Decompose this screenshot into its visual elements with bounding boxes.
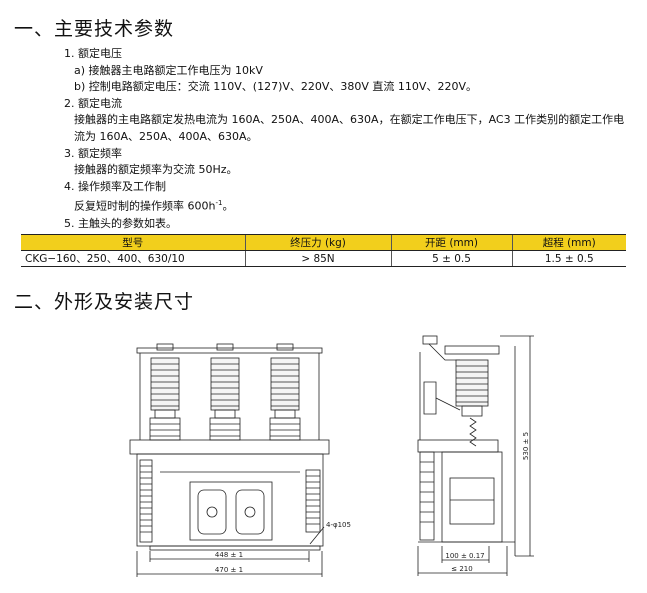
dim-448-label: 448 ± 1 (215, 551, 243, 559)
section2-title: 二、外形及安装尺寸 (14, 291, 195, 313)
table-header-row: 型号 终压力 (kg) 开距 (mm) 超程 (mm) (21, 234, 626, 251)
spec-3a: 接触器的额定频率为交流 50Hz。 (74, 163, 238, 177)
dim-530-label: 530 ± 5 (522, 432, 530, 460)
dim-100-label: 100 ± 0.17 (445, 552, 484, 560)
pole-3 (269, 343, 301, 441)
header-overtravel: 超程 (mm) (511, 234, 626, 251)
pole-2 (209, 343, 241, 441)
spec-1a: a) 接触器主电路额定工作电压为 10kV (74, 63, 263, 77)
dim-210-label: ≤ 210 (451, 565, 472, 573)
top-frame (136, 347, 323, 354)
hole-spec-label: 4-φ105 (326, 521, 351, 529)
header-model: 型号 (21, 234, 245, 251)
dim-470-label: 470 ± 1 (215, 566, 243, 574)
spec-5-heading: 5. 主触头的参数如表。 (64, 216, 177, 230)
spec-list: 1. 额定电压 a) 接触器主电路额定工作电压为 10kV b) 控制电路额定电… (64, 46, 639, 232)
spec-1-heading: 1. 额定电压 (64, 47, 122, 60)
cell-model: CKG−160、250、400、630/10 (21, 250, 245, 267)
spec-4a: 反复短时制的操作频率 600h-1。 (64, 195, 639, 215)
side-view-drawing (417, 335, 534, 576)
terminal-strip-right (305, 469, 321, 533)
cell-overtravel: 1.5 ± 0.5 (511, 250, 626, 267)
spec-4-heading: 4. 操作频率及工作制 (64, 179, 166, 193)
front-view-drawing (129, 343, 330, 577)
base-feet (149, 545, 321, 551)
section1-title: 一、主要技术参数 (14, 18, 175, 40)
spec-1b: b) 控制电路额定电压：交流 110V、(127)V、220V、380V 直流 … (74, 80, 477, 94)
pole-1 (149, 343, 181, 441)
cell-final-pressure: > 85N (244, 250, 391, 267)
spec-2a: 接触器的主电路额定发热电流为 160A、250A、400A、630A，在额定工作… (74, 113, 625, 127)
header-gap: 开距 (mm) (390, 234, 512, 251)
coil-left (197, 489, 227, 535)
cell-gap: 5 ± 0.5 (390, 250, 512, 267)
terminal-strip-left (139, 459, 153, 543)
coil-right (235, 489, 265, 535)
header-final-pressure: 终压力 (kg) (244, 234, 391, 251)
base-plate (129, 439, 330, 455)
side-spring (469, 417, 477, 447)
side-top-bracket (444, 345, 500, 355)
side-magnet (441, 451, 503, 543)
hole-leader (309, 526, 325, 545)
contact-parameter-table: 型号 终压力 (kg) 开距 (mm) 超程 (mm) CKG−160、250、… (21, 234, 626, 267)
spec-3-heading: 3. 额定频率 (64, 146, 122, 160)
spec-4a-text: 反复短时制的操作频率 600h (74, 200, 216, 213)
spec-4a-end: 。 (222, 200, 234, 213)
electromagnet-frame (189, 481, 273, 541)
side-interrupter (455, 359, 489, 407)
lower-housing (136, 453, 324, 547)
spec-2b: 流为 160A、250A、400A、630A。 (74, 129, 258, 143)
spec-2-heading: 2. 额定电流 (64, 96, 122, 110)
spec-4a-exponent: -1 (215, 199, 223, 208)
table-row: CKG−160、250、400、630/10 > 85N 5 ± 0.5 1.5… (21, 250, 626, 267)
